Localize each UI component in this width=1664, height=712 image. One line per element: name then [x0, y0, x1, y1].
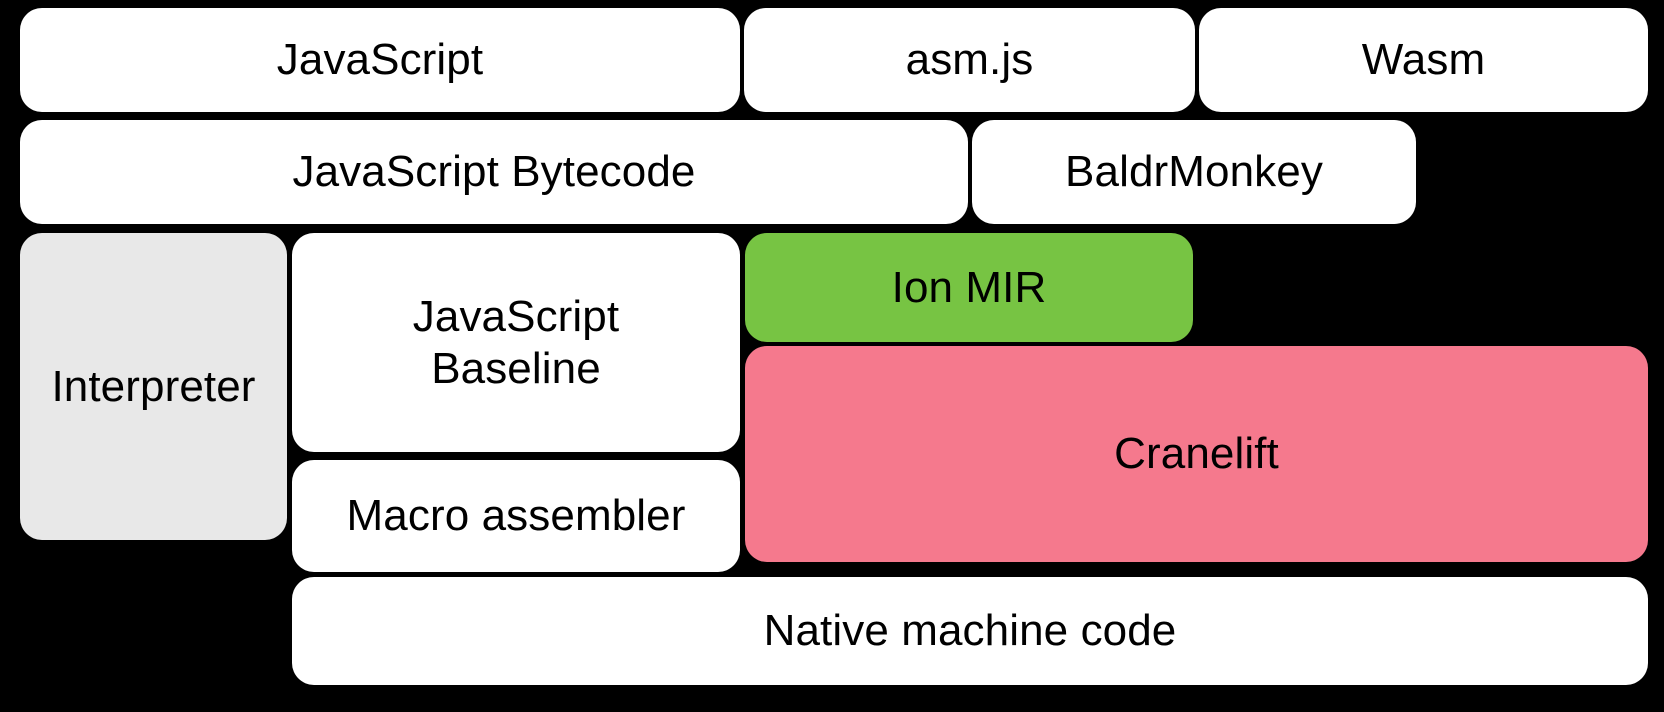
node-wasm-label: Wasm [1361, 35, 1486, 85]
node-baldrmonkey[interactable]: BaldrMonkey [972, 120, 1416, 224]
node-macro-assembler-label: Macro assembler [346, 491, 686, 541]
node-javascript-bytecode[interactable]: JavaScript Bytecode [20, 120, 968, 224]
node-javascript-baseline[interactable]: JavaScript Baseline [292, 233, 740, 452]
node-ion-mir[interactable]: Ion MIR [745, 233, 1193, 342]
node-native-machine-code[interactable]: Native machine code [292, 577, 1648, 685]
node-javascript[interactable]: JavaScript [20, 8, 740, 112]
node-wasm[interactable]: Wasm [1199, 8, 1648, 112]
node-ion-mir-label: Ion MIR [891, 262, 1047, 312]
node-asmjs-label: asm.js [905, 35, 1034, 85]
node-cranelift-label: Cranelift [1114, 429, 1279, 479]
node-javascript-baseline-label: JavaScript Baseline [412, 291, 620, 393]
node-interpreter[interactable]: Interpreter [20, 233, 287, 540]
node-interpreter-label: Interpreter [51, 361, 256, 411]
node-macro-assembler[interactable]: Macro assembler [292, 460, 740, 572]
node-javascript-label: JavaScript [276, 35, 484, 85]
node-native-machine-code-label: Native machine code [763, 606, 1177, 656]
node-baldrmonkey-label: BaldrMonkey [1065, 147, 1323, 197]
node-asmjs[interactable]: asm.js [744, 8, 1195, 112]
node-cranelift[interactable]: Cranelift [745, 346, 1648, 562]
node-javascript-bytecode-label: JavaScript Bytecode [292, 147, 696, 197]
